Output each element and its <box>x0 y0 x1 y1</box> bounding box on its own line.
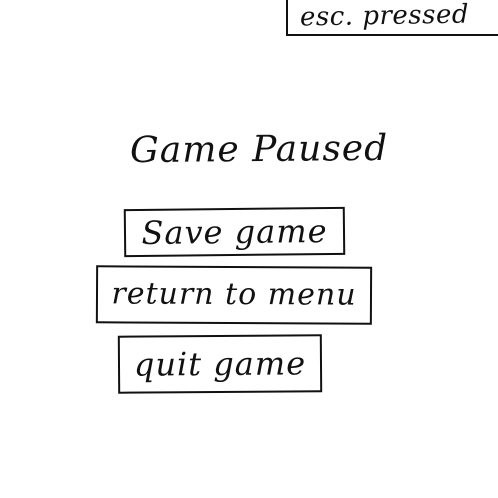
esc-pressed-text: esc. pressed <box>299 0 470 33</box>
return-to-menu-label: return to menu <box>111 276 357 313</box>
return-to-menu-button[interactable]: return to menu <box>95 265 373 325</box>
quit-game-label: quit game <box>133 344 307 384</box>
save-game-label: Save game <box>141 212 328 252</box>
save-game-button[interactable]: Save game <box>123 206 346 258</box>
esc-pressed-note: esc. pressed <box>286 0 498 36</box>
quit-game-button[interactable]: quit game <box>117 334 323 394</box>
pause-title: Game Paused <box>129 127 389 172</box>
